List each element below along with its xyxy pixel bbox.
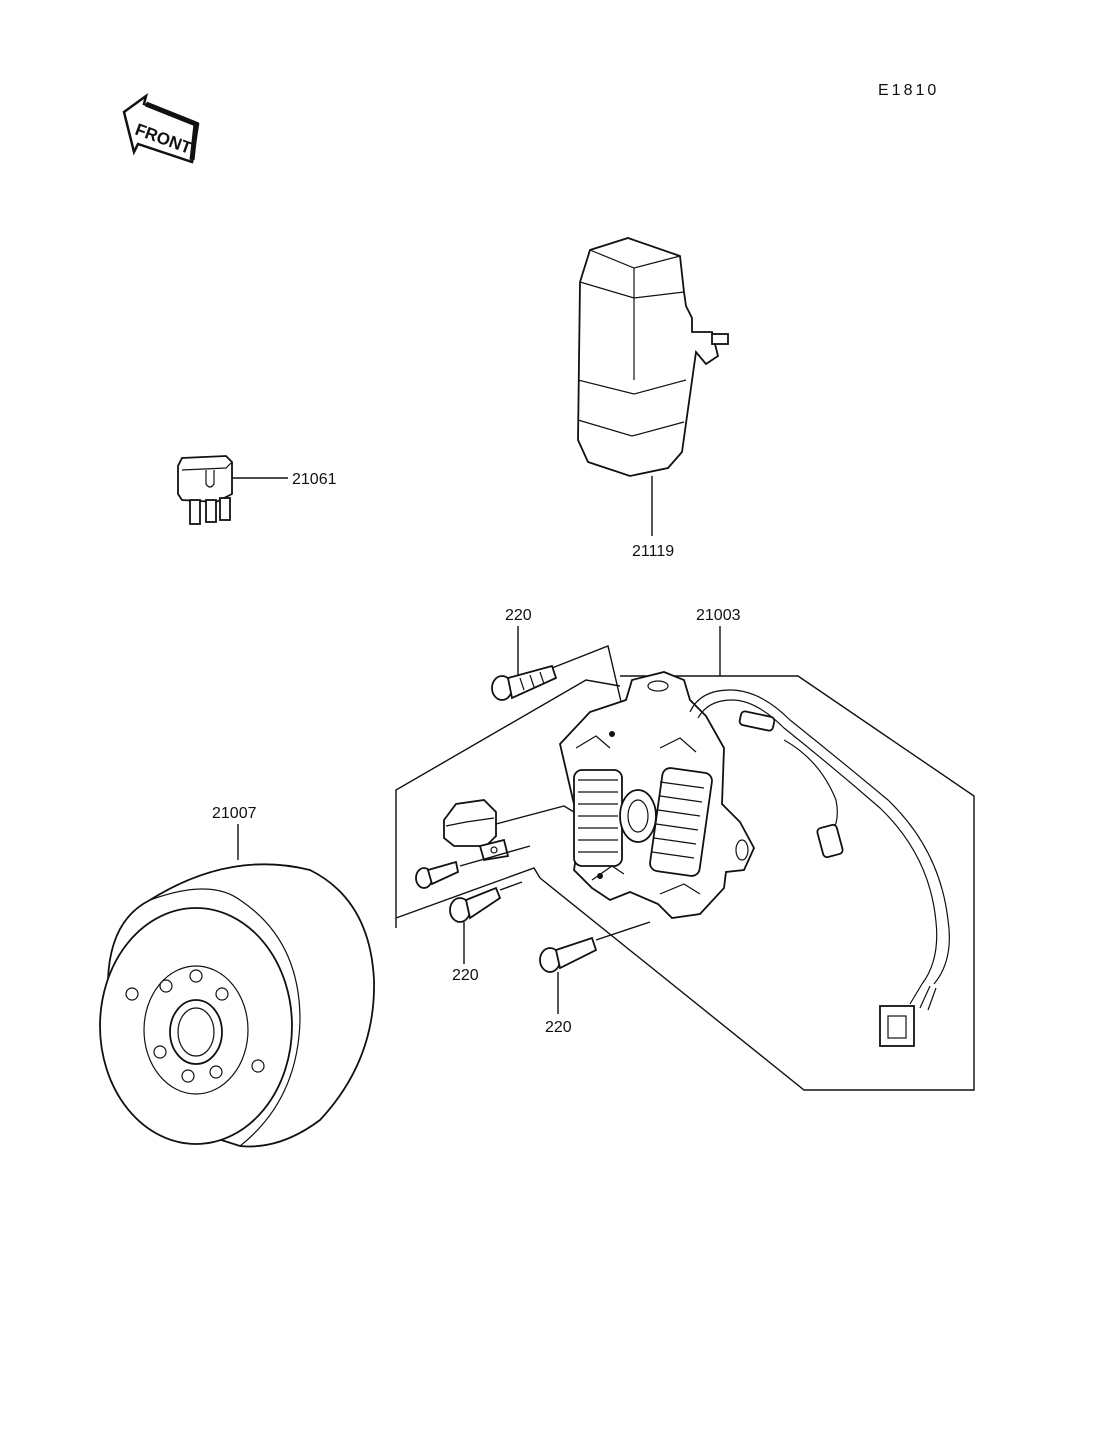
screw-top-part[interactable] — [491, 664, 558, 701]
part-number-220-mid: 220 — [452, 967, 479, 984]
part-number-220-low: 220 — [545, 1019, 572, 1036]
pickup-coil-part[interactable] — [443, 799, 510, 862]
wire-harness-part[interactable] — [689, 689, 950, 1047]
front-arrow-icon: FRONT — [122, 92, 200, 164]
part-number-220-top: 220 — [505, 607, 532, 624]
part-number-21061: 21061 — [292, 471, 337, 488]
part-number-21119: 21119 — [632, 543, 674, 560]
part-number-21007: 21007 — [212, 805, 257, 822]
part-number-21003: 21003 — [696, 607, 741, 624]
flywheel-part[interactable] — [99, 863, 375, 1148]
relay-small-part[interactable] — [177, 455, 233, 525]
diagram-code: E1810 — [878, 82, 939, 99]
screw-low-part[interactable] — [539, 936, 598, 973]
screw-mid-part[interactable] — [449, 886, 502, 923]
pickup-screw-part[interactable] — [415, 860, 460, 889]
regulator-part[interactable] — [577, 237, 729, 477]
stator-part[interactable] — [559, 671, 756, 919]
